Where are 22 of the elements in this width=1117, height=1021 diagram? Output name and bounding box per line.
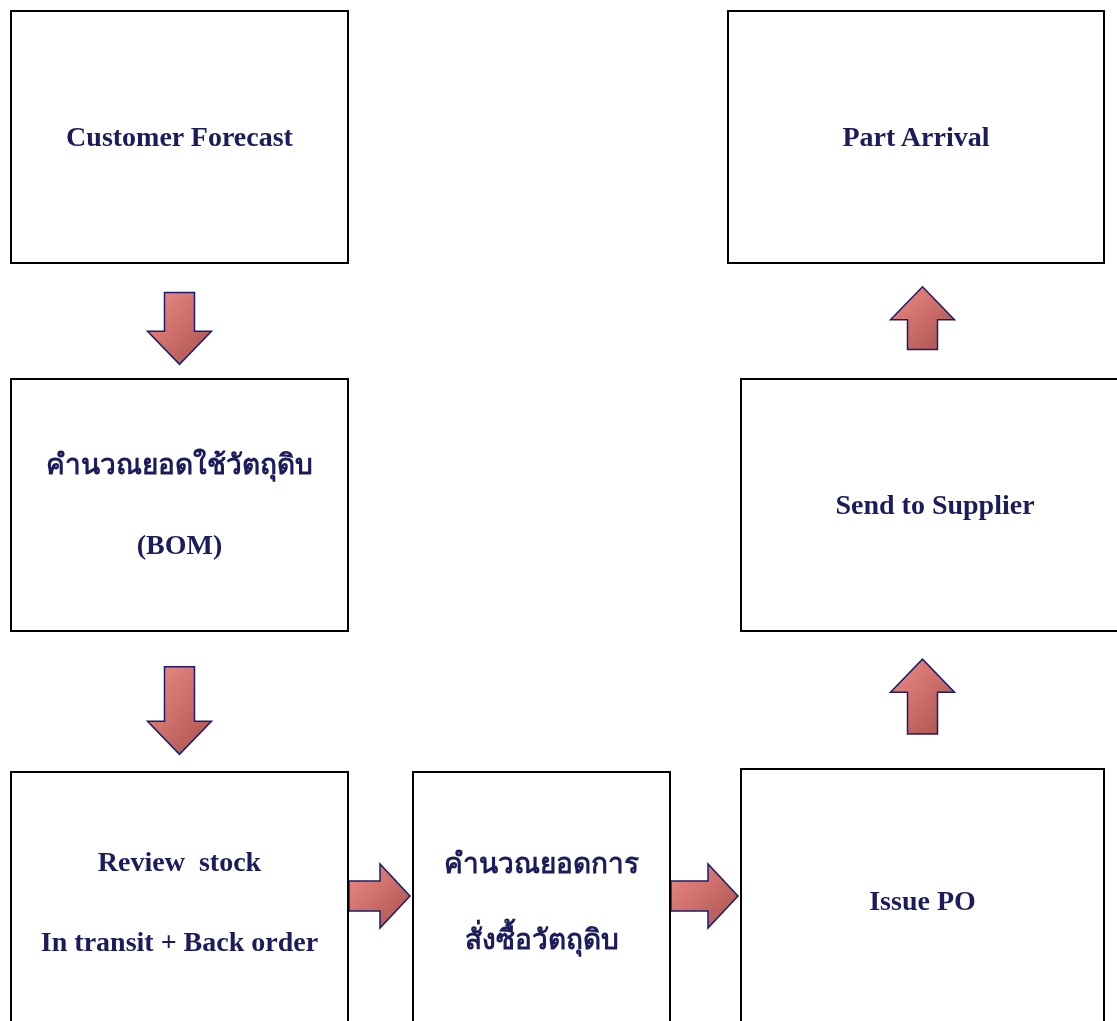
process-box xyxy=(740,378,1117,632)
step-label: In transit + Back order xyxy=(40,925,319,959)
process-box xyxy=(10,10,349,264)
block-arrow xyxy=(145,291,214,366)
step-label: Issue PO xyxy=(869,883,976,918)
block-arrow xyxy=(888,285,957,351)
block-arrow xyxy=(145,666,214,756)
step-label: คำนวณยอดใช้วัตถุดิบ xyxy=(46,447,313,484)
process-box xyxy=(412,771,671,1021)
process-box xyxy=(727,10,1105,264)
block-arrow xyxy=(888,658,957,735)
step-label: Review stock xyxy=(97,845,262,879)
step-label: คำนวณยอดการสั่งซื้อวัตถุดิบ xyxy=(443,847,640,959)
block-arrow xyxy=(348,862,412,930)
process-box xyxy=(10,771,349,1021)
step-label: (BOM) xyxy=(136,528,223,562)
step-label: Part Arrival xyxy=(842,120,990,154)
step-label: Customer Forecast xyxy=(66,120,293,154)
block-arrow xyxy=(670,862,740,930)
process-box xyxy=(10,378,349,632)
process-box xyxy=(740,768,1105,1021)
step-label: Send to Supplier xyxy=(835,488,1035,522)
